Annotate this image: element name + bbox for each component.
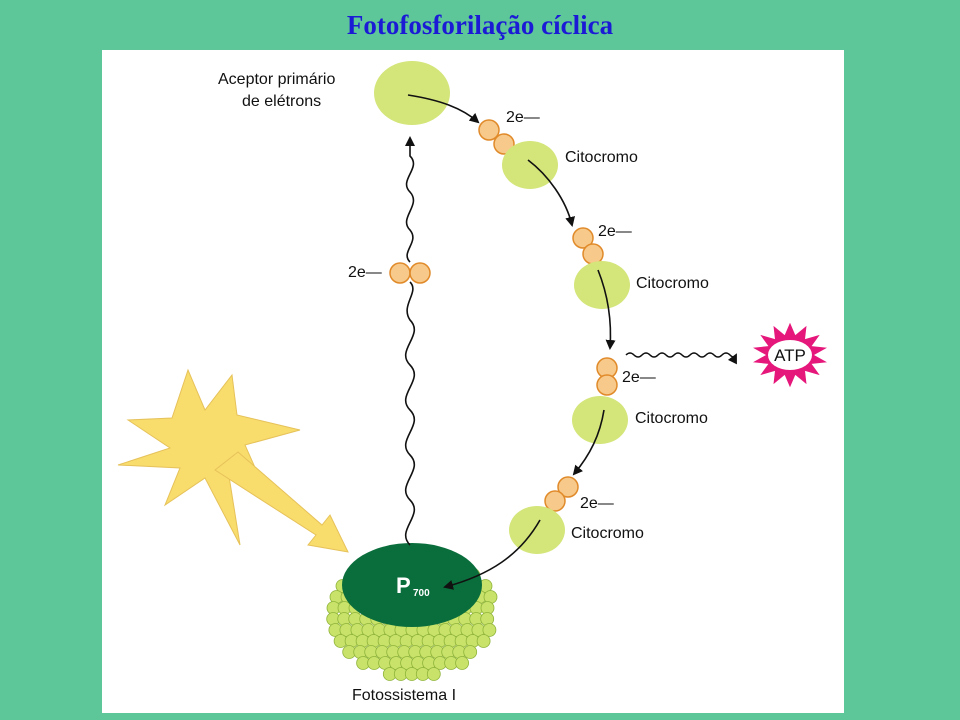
electron-label-2: 2e—: [598, 223, 632, 240]
electron-label-3: 2e—: [622, 369, 656, 386]
cytochrome-2: [574, 261, 630, 309]
electron-pair-4a: [557, 476, 579, 498]
electron-pair-1a: [478, 119, 500, 141]
photosystem-label: Fotossistema I: [352, 687, 456, 704]
p700-center: [342, 543, 482, 627]
photosystem-bead: [463, 645, 478, 659]
cytochrome-4: [509, 506, 565, 554]
photosystem-bead: [426, 667, 441, 681]
page-title: Fotofosforilação cíclica: [346, 10, 614, 40]
electron-pair-1b: [493, 133, 515, 155]
atp-center: [768, 340, 812, 370]
acceptor-label-line1: Aceptor primário: [218, 71, 335, 88]
acceptor-label-line2: de elétrons: [242, 93, 321, 110]
cytochrome-1: [502, 141, 558, 189]
transfer-arrow-3: [597, 269, 616, 350]
transfer-arrow-5: [443, 519, 541, 590]
sun-icon: [117, 368, 301, 546]
cytochrome-label-3: Citocromo: [635, 410, 708, 427]
photosystem-bead: [455, 656, 470, 670]
transfer-arrow-1: [407, 94, 480, 124]
light-arrow: [214, 451, 349, 553]
electron-label-4: 2e—: [580, 495, 614, 512]
electron-label-1: 2e—: [506, 109, 540, 126]
atp-wave-arrow: [625, 352, 737, 365]
electron-excitation-wave: [406, 138, 415, 546]
photosystem-bead: [482, 623, 497, 637]
p700-label: P: [396, 573, 411, 598]
electron-pair-2b: [582, 243, 604, 265]
electron-label-wave: 2e—: [348, 264, 382, 281]
primary-acceptor: [374, 61, 450, 125]
atp-label: ATP: [774, 346, 806, 365]
photosystem-bead: [476, 634, 491, 648]
cytochrome-label-4: Citocromo: [571, 525, 644, 542]
electron-pair-wave-b: [409, 262, 431, 284]
electron-pair-4b: [544, 490, 566, 512]
transfer-arrow-4: [572, 409, 605, 476]
cytochrome-label-2: Citocromo: [636, 275, 709, 292]
p700-subscript: 700: [413, 588, 430, 599]
electron-pair-3b: [596, 374, 618, 396]
electron-pair-2a: [572, 227, 594, 249]
electron-pair-wave-a: [389, 262, 411, 284]
transfer-arrow-2: [527, 159, 575, 227]
cytochrome-label-1: Citocromo: [565, 149, 638, 166]
cytochrome-3: [572, 396, 628, 444]
